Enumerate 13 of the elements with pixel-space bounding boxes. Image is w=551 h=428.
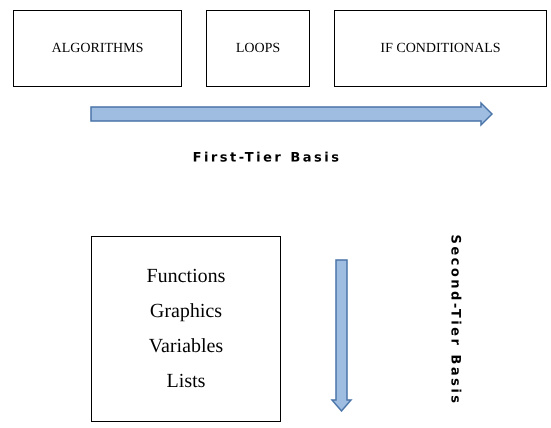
box-text: LOOPS [236,40,280,56]
text-box [13,10,182,87]
box-text: IF CONDITIONALS [380,40,501,56]
box-text: Variables [148,335,224,358]
text-box [206,10,310,87]
box-text: Graphics [150,300,222,323]
text-box [334,10,547,87]
section-label: First-Tier Basis [192,150,342,166]
box-text: Functions [146,265,226,288]
section-label: Second-Tier Basis [448,234,462,406]
text-box [91,236,281,422]
box-text: Lists [166,370,206,393]
box-text: ALGORITHMS [52,40,144,56]
